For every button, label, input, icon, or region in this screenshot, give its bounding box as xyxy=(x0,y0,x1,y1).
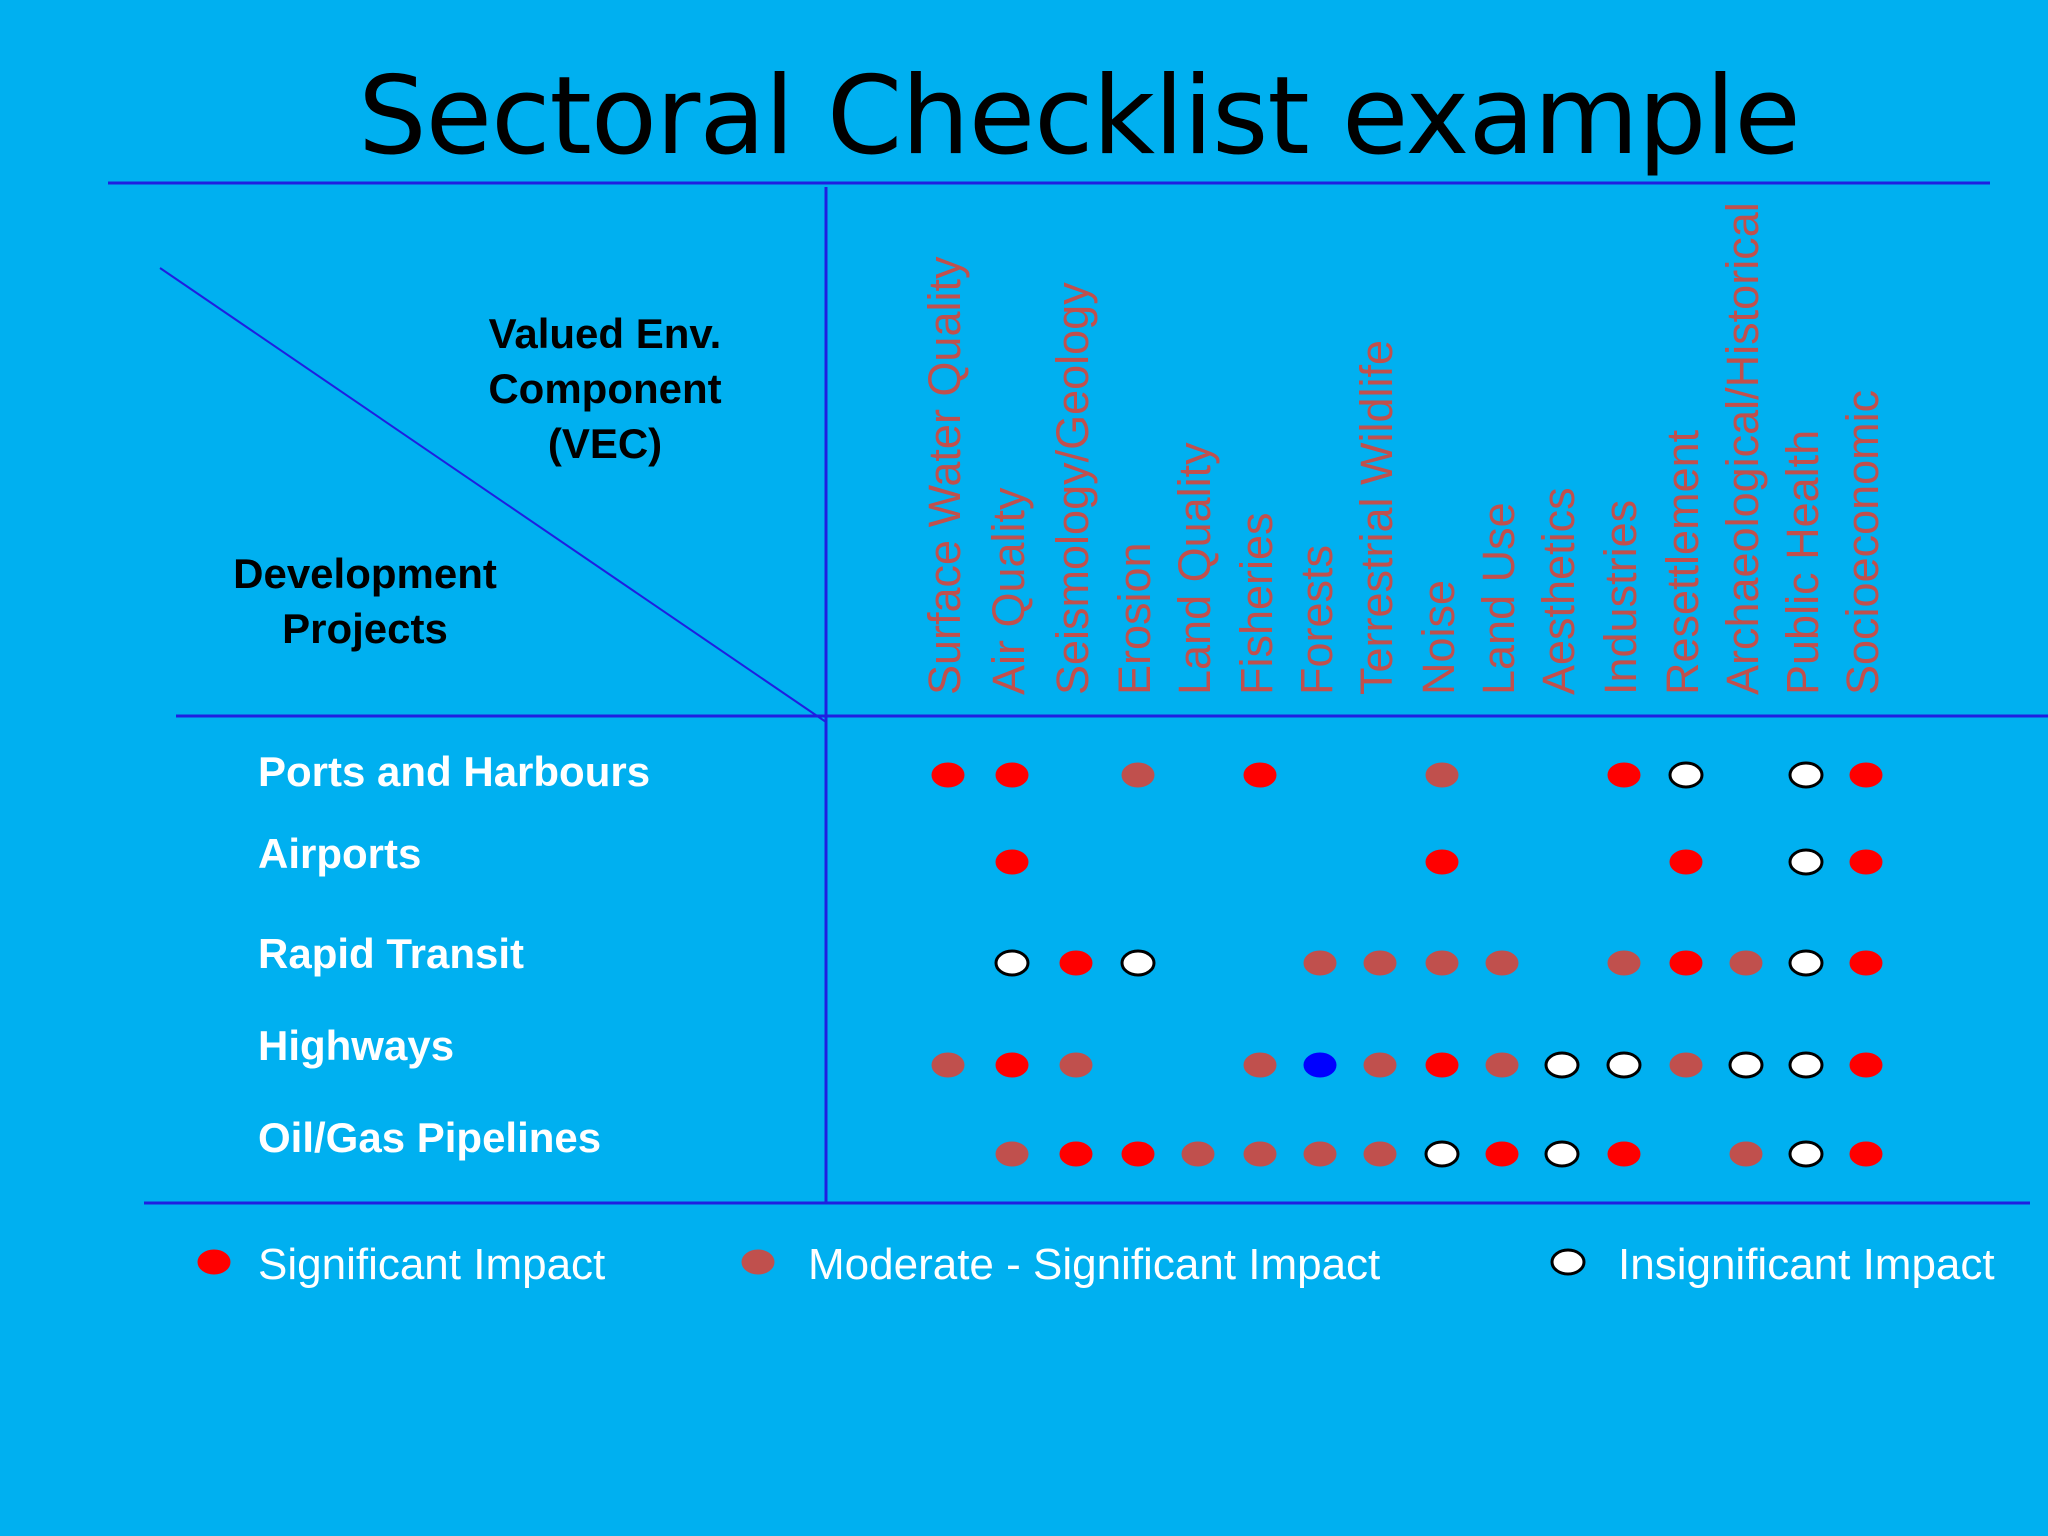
impact-marker xyxy=(1849,762,1883,788)
impact-marker xyxy=(1425,762,1459,788)
impact-marker xyxy=(1544,1051,1580,1079)
impact-marker xyxy=(1606,1051,1642,1079)
impact-marker xyxy=(1363,1052,1397,1078)
impact-marker xyxy=(1849,849,1883,875)
impact-marker xyxy=(1303,1141,1337,1167)
project-row-label: Rapid Transit xyxy=(258,930,525,977)
legend-label: Moderate - Significant Impact xyxy=(808,1240,1381,1289)
impact-marker xyxy=(1607,950,1641,976)
impact-marker xyxy=(1425,950,1459,976)
project-row-label: Highways xyxy=(258,1022,455,1069)
legend-label: Significant Impact xyxy=(258,1240,606,1289)
impact-marker xyxy=(995,849,1029,875)
impact-marker xyxy=(931,762,965,788)
impact-marker xyxy=(1788,1140,1824,1168)
impact-marker xyxy=(1485,950,1519,976)
impact-marker xyxy=(1303,1052,1337,1078)
impact-marker xyxy=(1788,949,1824,977)
dev-header-line: Development xyxy=(233,550,497,597)
impact-marker xyxy=(931,1052,965,1078)
impact-marker xyxy=(1607,762,1641,788)
impact-marker xyxy=(1363,1141,1397,1167)
project-row-label: Airports xyxy=(258,830,422,877)
legend-marker xyxy=(197,1249,231,1275)
impact-marker xyxy=(1849,1141,1883,1167)
vec-header-line: Valued Env. xyxy=(488,310,722,357)
dev-projects-header: Development Projects xyxy=(205,546,525,656)
impact-marker xyxy=(1121,1141,1155,1167)
impact-marker xyxy=(1849,950,1883,976)
legend-markers xyxy=(197,1248,1586,1276)
impact-marker xyxy=(1729,1141,1763,1167)
project-row-label: Oil/Gas Pipelines xyxy=(258,1114,602,1161)
impact-marker xyxy=(1425,849,1459,875)
impact-marker xyxy=(995,1052,1029,1078)
impact-marker xyxy=(1544,1140,1580,1168)
impact-marker xyxy=(1181,1141,1215,1167)
impact-marker xyxy=(1485,1141,1519,1167)
impact-marker xyxy=(1788,1051,1824,1079)
project-row-label: Ports and Harbours xyxy=(258,748,651,795)
impact-marker xyxy=(1849,1052,1883,1078)
grid-line xyxy=(159,267,827,723)
impact-marker xyxy=(1059,1052,1093,1078)
impact-marker xyxy=(1669,950,1703,976)
dev-header-line: Projects xyxy=(282,605,448,652)
impact-marker xyxy=(1243,1052,1277,1078)
impact-marker xyxy=(995,762,1029,788)
impact-marker xyxy=(1607,1141,1641,1167)
impact-marker xyxy=(1243,762,1277,788)
legend-marker xyxy=(741,1249,775,1275)
impact-marker xyxy=(1424,1140,1460,1168)
impact-marker xyxy=(1669,1052,1703,1078)
impact-marker xyxy=(1728,1051,1764,1079)
impact-marker xyxy=(1059,950,1093,976)
impact-marker xyxy=(1788,848,1824,876)
vec-header-line: Component xyxy=(488,365,722,412)
impact-marker xyxy=(1059,1141,1093,1167)
impact-marker xyxy=(1485,1052,1519,1078)
legend-label: Insignificant Impact xyxy=(1618,1240,1995,1289)
impact-marker xyxy=(1121,762,1155,788)
impact-marker xyxy=(994,949,1030,977)
impact-marker xyxy=(1363,950,1397,976)
slide-title: Sectoral Checklist example xyxy=(358,54,1801,179)
impact-marker xyxy=(1425,1052,1459,1078)
impact-marker xyxy=(1120,949,1156,977)
impact-markers xyxy=(931,761,1883,1168)
impact-marker xyxy=(1668,761,1704,789)
vec-header-line: (VEC) xyxy=(547,420,663,467)
impact-marker xyxy=(1729,950,1763,976)
vec-header: Valued Env. Component (VEC) xyxy=(440,306,770,471)
impact-marker xyxy=(1669,849,1703,875)
impact-marker xyxy=(1243,1141,1277,1167)
grid-lines xyxy=(108,181,2048,1205)
impact-marker xyxy=(995,1141,1029,1167)
impact-marker xyxy=(1303,950,1337,976)
impact-marker xyxy=(1788,761,1824,789)
legend-marker xyxy=(1550,1248,1586,1276)
